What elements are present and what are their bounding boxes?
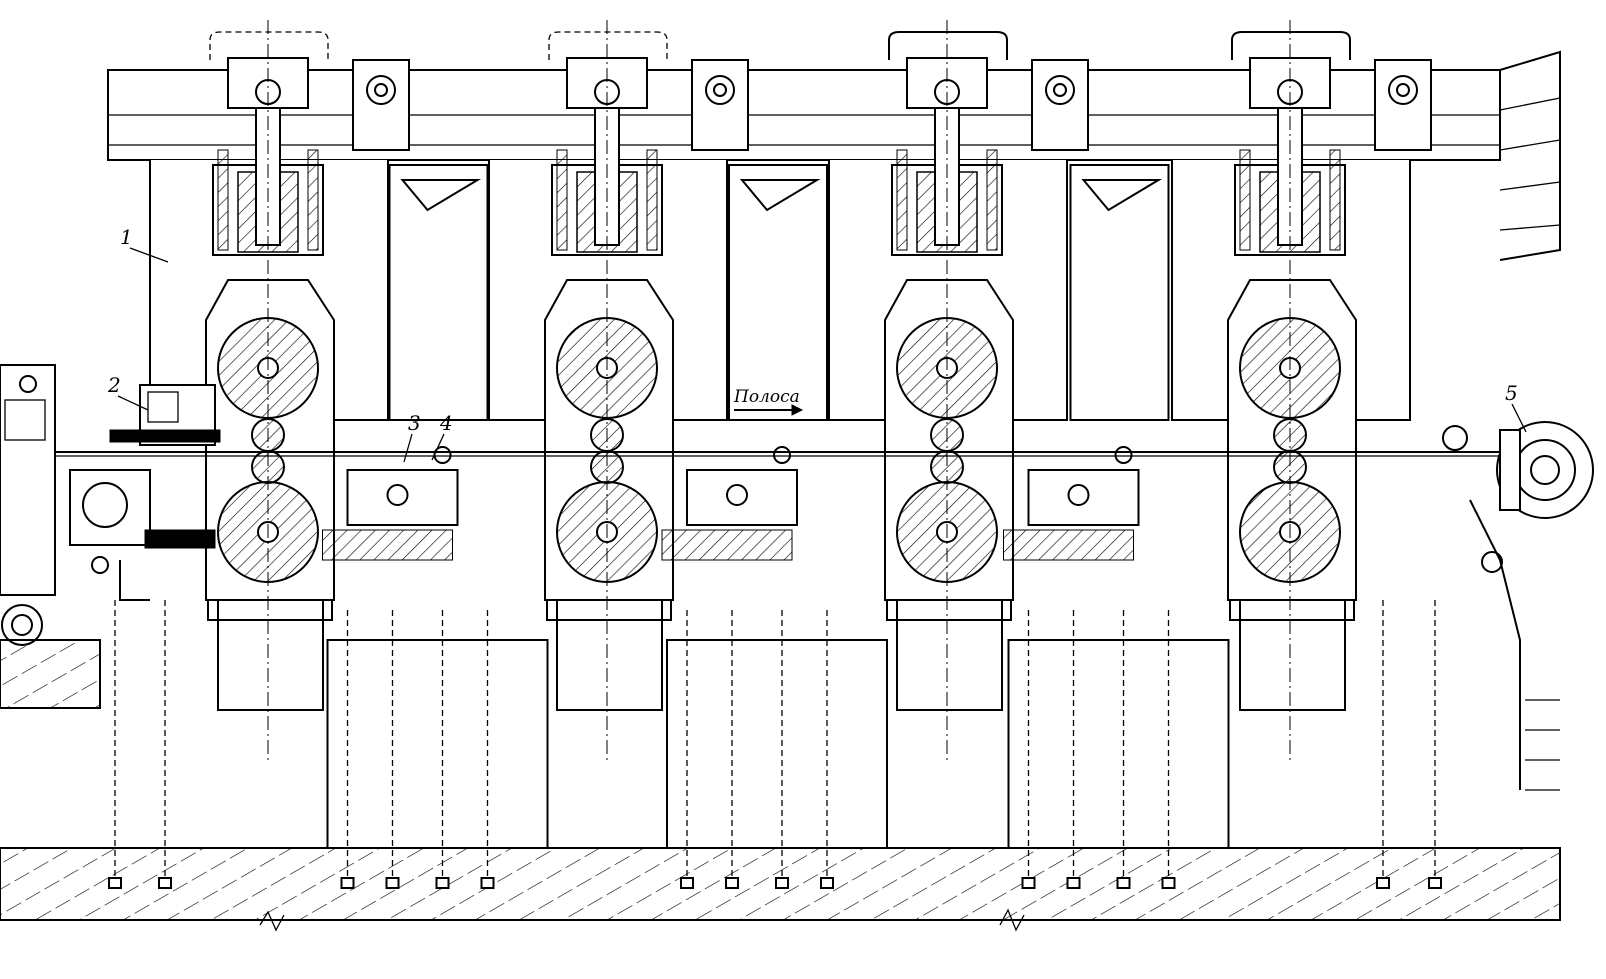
bolt-nut bbox=[820, 877, 834, 889]
screwdown-spring bbox=[307, 149, 319, 251]
motor-shaft bbox=[366, 75, 396, 105]
guide-plate bbox=[1081, 179, 1163, 212]
mill-stand-3 bbox=[828, 20, 1089, 760]
exit-coiler bbox=[1442, 421, 1594, 791]
stands-group bbox=[108, 20, 1442, 889]
label-5: 5 bbox=[1505, 381, 1518, 405]
pedestal bbox=[1007, 639, 1230, 849]
screwdown-spring bbox=[1239, 149, 1251, 251]
looper-roll bbox=[773, 446, 791, 464]
motor-shaft-core bbox=[374, 83, 388, 97]
label-1: 1 bbox=[120, 225, 133, 249]
bolt-nut bbox=[108, 877, 122, 889]
inter-stand-housing bbox=[388, 164, 489, 421]
bed-plate bbox=[546, 600, 672, 621]
bolt-nut bbox=[1116, 877, 1131, 889]
entry-anchors bbox=[108, 600, 1442, 889]
lifting-hook bbox=[888, 31, 1008, 60]
screwdown-spring bbox=[556, 149, 568, 251]
bolt-nut bbox=[435, 877, 450, 889]
inter-stand-housing bbox=[728, 164, 828, 421]
motor-shaft bbox=[1045, 75, 1075, 105]
bolt-nut bbox=[1428, 877, 1442, 889]
screwdown-spring bbox=[896, 149, 908, 251]
bolt-nut bbox=[480, 877, 495, 889]
label-4: 4 bbox=[439, 411, 453, 435]
motor-shaft-core bbox=[1396, 83, 1410, 97]
motor-shaft-core bbox=[713, 83, 727, 97]
inter-stand-block-3 bbox=[1003, 164, 1230, 889]
looper-housing bbox=[346, 469, 459, 526]
cooling-header bbox=[1003, 529, 1134, 561]
mill-stand-2 bbox=[488, 20, 749, 760]
pedestal bbox=[326, 639, 549, 849]
label-3: 3 bbox=[408, 411, 421, 435]
bolt-nut bbox=[725, 877, 739, 889]
screwdown-drive bbox=[566, 57, 648, 109]
bolt-nut bbox=[775, 877, 789, 889]
bolt-nut bbox=[158, 877, 172, 889]
looper-roll bbox=[1114, 446, 1133, 464]
guide-plate bbox=[400, 179, 482, 212]
motor-shaft-core bbox=[1053, 83, 1067, 97]
inter-stand-block-1 bbox=[322, 164, 549, 889]
callouts: 1 2 3 4 5 Полоса bbox=[107, 225, 1527, 463]
guide-plate bbox=[739, 179, 821, 212]
bed-plate bbox=[886, 600, 1012, 621]
bed-plate bbox=[207, 600, 333, 621]
screwdown-spring bbox=[217, 149, 229, 251]
screwdown-spring bbox=[986, 149, 998, 251]
screwdown-spring bbox=[646, 149, 658, 251]
pedestal bbox=[666, 639, 888, 849]
inter-stand-housing bbox=[1069, 164, 1170, 421]
bolt-nut bbox=[385, 877, 400, 889]
looper-pivot bbox=[386, 484, 409, 506]
label-2: 2 bbox=[107, 373, 121, 397]
lifting-hook bbox=[548, 31, 668, 60]
bolt-nut bbox=[680, 877, 694, 889]
mill-stand-1 bbox=[149, 20, 410, 760]
bolt-nut bbox=[1066, 877, 1081, 889]
screwdown-spring bbox=[1329, 149, 1341, 251]
looper-pivot bbox=[1067, 484, 1090, 506]
bed-plate bbox=[1229, 600, 1355, 621]
strip-line bbox=[10, 451, 1520, 457]
motor-shaft bbox=[705, 75, 735, 105]
bolt-nut bbox=[1021, 877, 1036, 889]
strip-direction-label: Полоса bbox=[733, 387, 800, 407]
lifting-hook bbox=[209, 31, 329, 60]
looper-housing bbox=[1027, 469, 1140, 526]
bolt-nut bbox=[1161, 877, 1176, 889]
entry-equipment bbox=[0, 364, 221, 646]
looper-pivot bbox=[726, 484, 748, 506]
foundation bbox=[0, 639, 1561, 932]
bolt-nut bbox=[1376, 877, 1390, 889]
inter-stand-block-2 bbox=[661, 164, 888, 889]
cooling-header bbox=[661, 529, 793, 561]
lifting-hook bbox=[1231, 31, 1351, 60]
bolt-nut bbox=[340, 877, 355, 889]
motor-shaft bbox=[1388, 75, 1418, 105]
cooling-header bbox=[322, 529, 453, 561]
mill-stand-4 bbox=[1171, 20, 1432, 760]
looper-housing bbox=[686, 469, 798, 526]
